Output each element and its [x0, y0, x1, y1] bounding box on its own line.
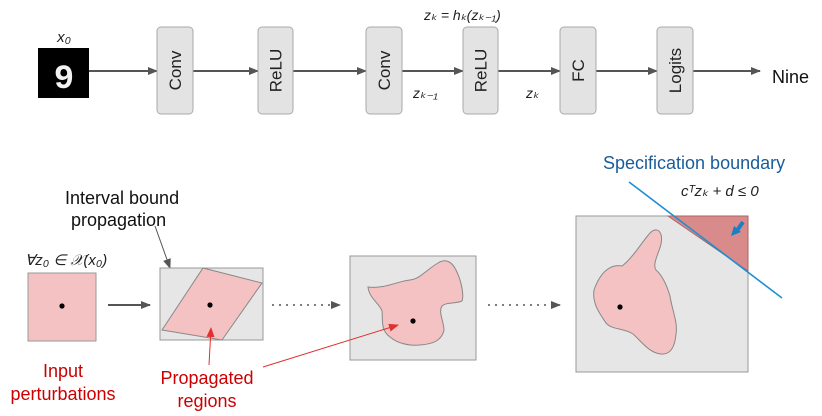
propagated-pointer-1: [206, 327, 215, 366]
specification-boundary-line: [628, 181, 783, 299]
ibp-section: Interval bound propagation ∀z₀ ∈ 𝒳(x₀) S…: [10, 153, 785, 411]
input-center-point: [59, 303, 65, 309]
region-3-point: [617, 304, 623, 310]
layer-box: FC: [559, 26, 597, 115]
input-caption-line2: perturbations: [10, 384, 115, 404]
ibp-title-line1: Interval bound: [65, 188, 179, 208]
ibp-title-pointer: [154, 225, 171, 269]
svg-text:Conv: Conv: [166, 50, 185, 90]
spec-formula: cᵀzₖ + d ≤ 0: [681, 183, 759, 200]
layer-box: Conv: [365, 26, 403, 115]
ibp-title-line2: propagation: [71, 210, 166, 230]
svg-text:FC: FC: [569, 59, 588, 82]
svg-text:Logits: Logits: [666, 48, 685, 93]
svg-text:Conv: Conv: [375, 50, 394, 90]
layer-box: Logits: [656, 26, 694, 115]
input-digit-image: [38, 48, 89, 98]
input-caption-line1: Input: [43, 361, 83, 381]
propagated-caption-line1: Propagated: [160, 368, 253, 388]
input-symbol: x₀: [56, 29, 71, 46]
layer-box: Conv: [156, 26, 194, 115]
layer-equation: zₖ = hₖ(zₖ₋₁): [423, 7, 501, 23]
propagated-region-3: [593, 229, 677, 355]
propagated-pointer-2: [262, 323, 399, 368]
network-pipeline: x₀ 9 Conv ReLU Conv ReLU FC: [38, 7, 809, 115]
boundary-arrowhead: [731, 226, 741, 236]
svg-text:ReLU: ReLU: [472, 49, 491, 92]
region-1-point: [207, 302, 213, 308]
layer-box: ReLU: [257, 26, 294, 115]
svg-text:ReLU: ReLU: [267, 49, 286, 92]
spec-boundary-title: Specification boundary: [603, 153, 785, 173]
edge-label-zk: zₖ: [525, 85, 540, 101]
output-label: Nine: [772, 67, 809, 87]
layer-box: ReLU: [462, 26, 499, 115]
region-2-point: [410, 318, 416, 324]
propagated-caption-line2: regions: [177, 391, 236, 411]
edge-label-zk-1: zₖ₋₁: [412, 85, 438, 101]
input-digit-glyph: 9: [54, 61, 74, 99]
input-set-label: ∀z₀ ∈ 𝒳(x₀): [25, 252, 107, 269]
